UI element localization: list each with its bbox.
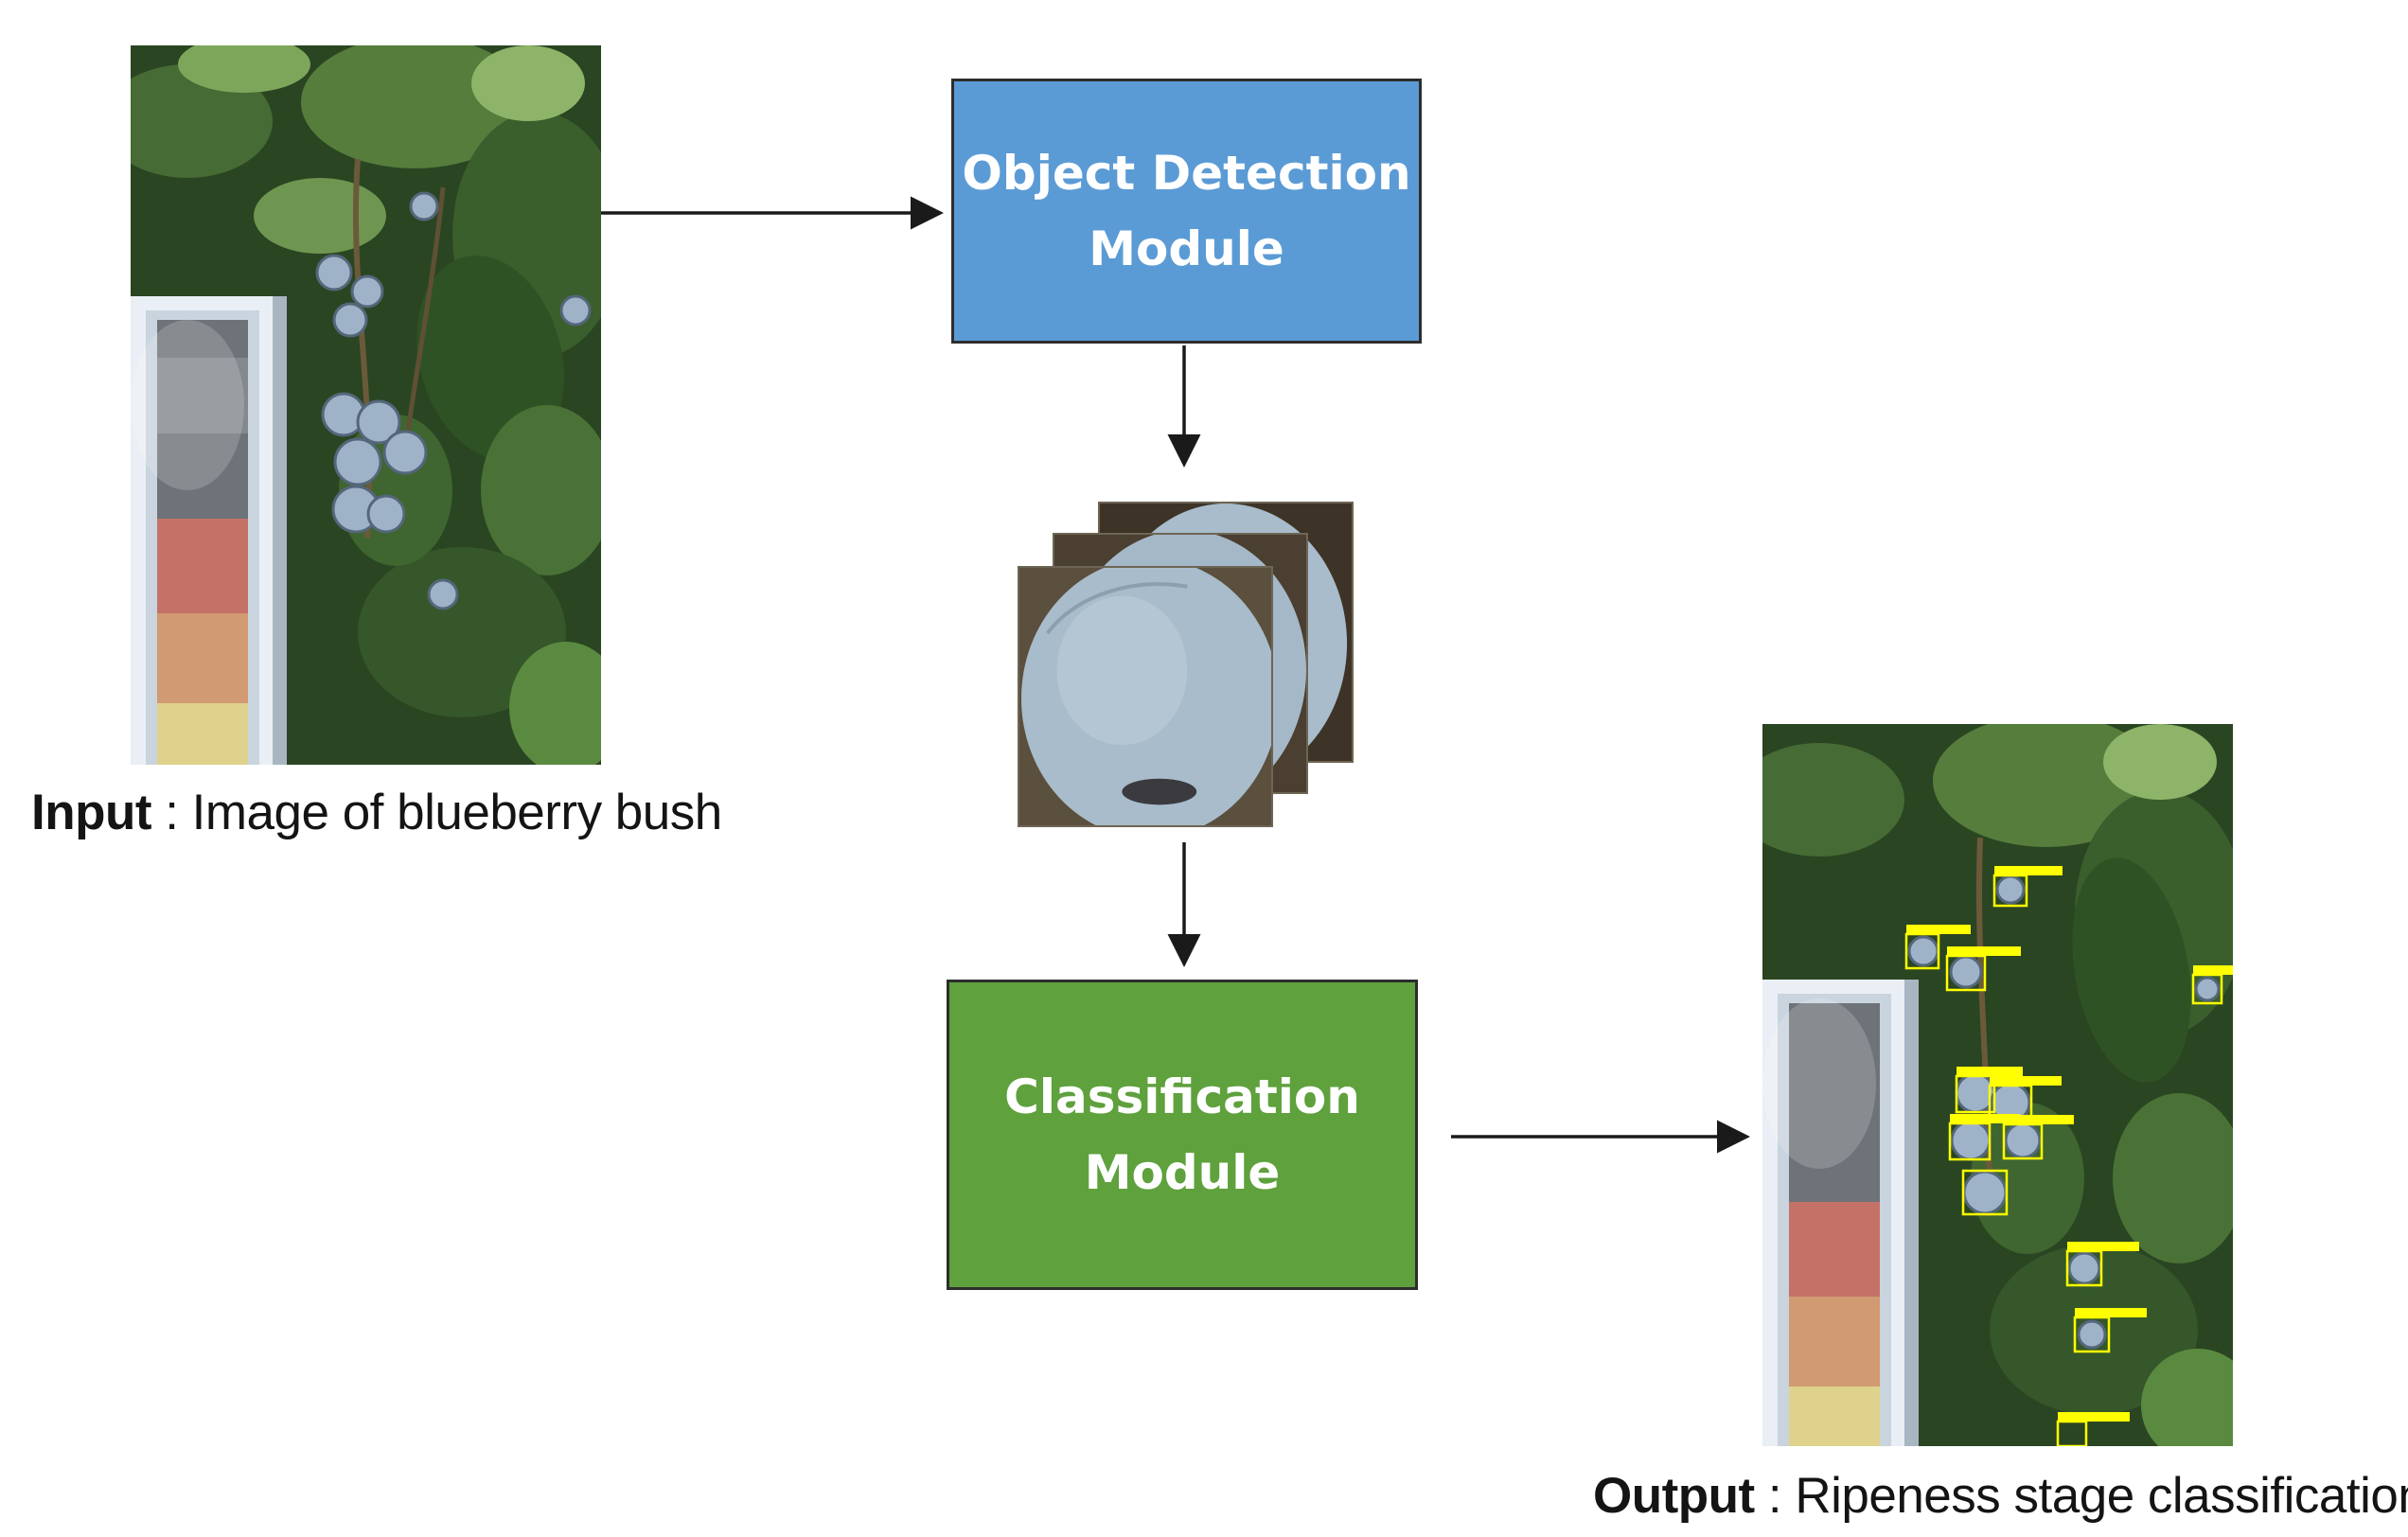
input-photo bbox=[131, 45, 601, 765]
output-caption-text: : Ripeness stage classification bbox=[1754, 1468, 2408, 1524]
object-detection-module-line2: Module bbox=[1089, 221, 1284, 276]
output-caption-label: Output bbox=[1593, 1468, 1755, 1524]
annotated-blueberry-bush-image bbox=[1762, 724, 2233, 1446]
classification-module: Classification Module bbox=[947, 980, 1418, 1290]
object-detection-module: Object Detection Module bbox=[951, 79, 1422, 344]
input-caption: Input : Image of blueberry bush bbox=[31, 784, 722, 841]
input-caption-text: : Image of blueberry bush bbox=[151, 785, 722, 840]
output-photo bbox=[1762, 724, 2233, 1446]
classification-module-line1: Classification bbox=[1004, 1069, 1360, 1124]
classification-module-line2: Module bbox=[1084, 1145, 1281, 1200]
blueberry-bush-image bbox=[131, 45, 601, 765]
output-caption: Output : Ripeness stage classification bbox=[1593, 1467, 2408, 1525]
object-detection-module-line1: Object Detection bbox=[962, 146, 1411, 201]
input-caption-label: Input bbox=[31, 785, 152, 840]
cropped-blueberry-image bbox=[1018, 566, 1273, 827]
